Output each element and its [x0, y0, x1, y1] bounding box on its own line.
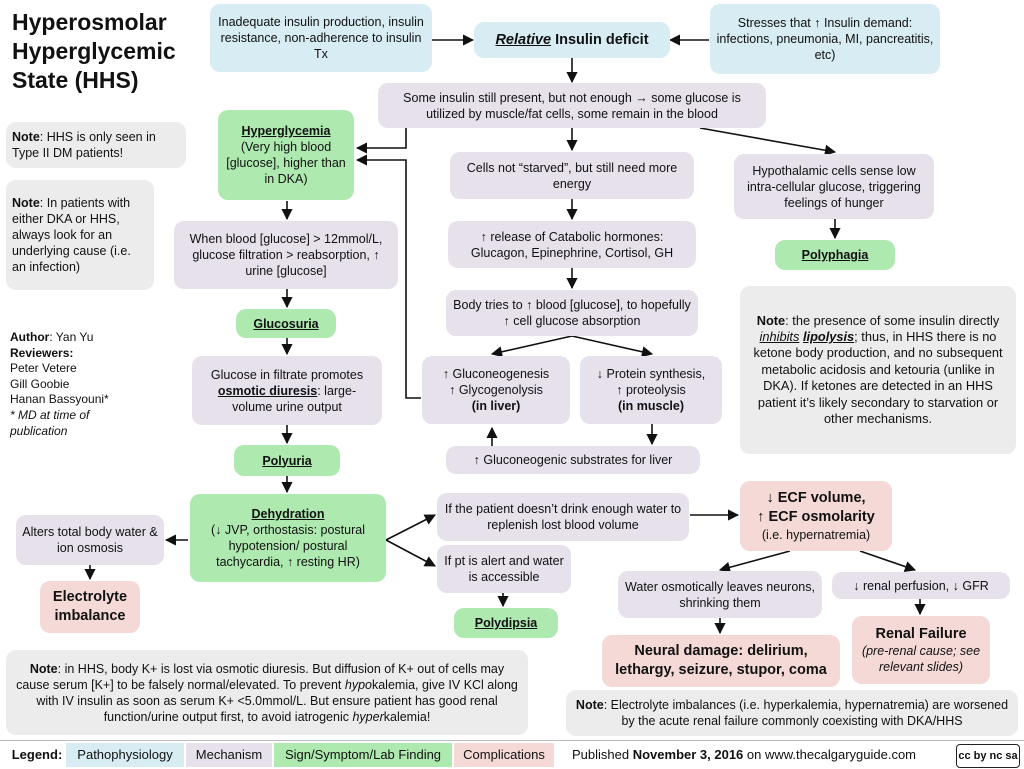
- ecf-line2: ↑ ECF osmolarity: [757, 509, 875, 525]
- insulin-deficit-word: Insulin deficit: [551, 31, 649, 48]
- node-dehydration: Dehydration (↓ JVP, orthostasis: postura…: [190, 494, 386, 582]
- inhibits-term: inhibits: [759, 329, 800, 345]
- note-ketone: Note: the presence of some insulin direc…: [740, 286, 1016, 454]
- note-underlying-cause: Note: In patients with either DKA or HHS…: [6, 180, 154, 290]
- arrow-ecf-to-renal-perfusion: [859, 550, 917, 573]
- reviewer: Peter Vetere: [10, 361, 77, 376]
- node-insulin-cause: Inadequate insulin production, insulin r…: [210, 4, 432, 72]
- osmotic-post: : large-volume urine output: [232, 383, 357, 414]
- renal-failure-sub: (pre-renal cause; see relevant slides): [861, 644, 981, 675]
- reviewer: Gill Goobie: [10, 376, 70, 391]
- note-text: kalemia!: [383, 709, 431, 724]
- published-info: Published November 3, 2016 on www.thecal…: [572, 743, 916, 767]
- note-text: ; thus, in HHS there is no ketone body p…: [753, 329, 1003, 426]
- ecf-sub: (i.e. hypernatremia): [761, 527, 871, 542]
- dehydration-title: Dehydration: [251, 507, 325, 521]
- node-renal-perfusion: ↓ renal perfusion, ↓ GFR: [832, 572, 1010, 599]
- note-label: Note: [12, 130, 40, 144]
- legend-label: Legend:: [11, 747, 63, 762]
- node-electrolyte-imbalance: Electrolyte imbalance: [40, 581, 140, 633]
- reviewer: Hanan Bassyouni*: [10, 392, 109, 407]
- legend-item-mechanism: Mechanism: [186, 743, 272, 767]
- lipolysis-term: lipolysis: [802, 329, 855, 345]
- hypo-term: hypo: [344, 677, 372, 692]
- ecf-line1: ↓ ECF volume,: [766, 490, 866, 507]
- in-muscle-label: (in muscle): [618, 399, 684, 413]
- arrow-some-insulin-to-hyperglycemia: [355, 128, 407, 154]
- legend-item-sign-symptom: Sign/Symptom/Lab Finding: [274, 743, 452, 767]
- note-label: Note: [29, 661, 58, 676]
- note-text: : Electrolyte imbalances (i.e. hyperkale…: [603, 698, 1009, 728]
- hyper-term: hyper: [352, 709, 384, 724]
- node-stresses: Stresses that ↑ Insulin demand: infectio…: [710, 4, 940, 74]
- node-alters-water: Alters total body water & ion osmosis: [16, 515, 164, 565]
- note-label: Note: [756, 312, 786, 328]
- hyperglycemia-desc: (Very high blood [glucose], higher than …: [226, 140, 346, 186]
- node-hypothalamic: Hypothalamic cells sense low intra-cellu…: [734, 154, 934, 219]
- osmotic-pre: Glucose in filtrate promotes: [210, 367, 364, 382]
- note-potassium: Note: in HHS, body K+ is lost via osmoti…: [6, 650, 528, 735]
- node-gluconeogenesis-liver: ↑ Gluconeogenesis ↑ Glycogenolysis (in l…: [422, 356, 570, 424]
- node-hyperglycemia: Hyperglycemia (Very high blood [glucose]…: [218, 110, 354, 200]
- note-text: kalemia, give IV KCl along with IV insul…: [36, 677, 518, 724]
- node-gluconeogenic-substrates: ↑ Gluconeogenic substrates for liver: [446, 446, 700, 474]
- node-water-leaves-neurons: Water osmotically leaves neurons, shrink…: [618, 571, 822, 618]
- node-catabolic-hormones: ↑ release of Catabolic hormones: Glucago…: [448, 221, 696, 268]
- author-label: Author: [10, 330, 50, 344]
- author-credits: Author: Yan Yu Reviewers: Peter Vetere G…: [10, 330, 120, 439]
- arrow-liver-to-hyperglycemia: [355, 154, 421, 399]
- note-electrolyte-renal: Note: Electrolyte imbalances (i.e. hyper…: [566, 690, 1018, 736]
- note-text: : in HHS, body K+ is lost via osmotic di…: [16, 661, 505, 692]
- node-cells-not-starved: Cells not “starved”, but still need more…: [450, 152, 694, 199]
- cc-license-badge-icon: cc by nc sa: [956, 744, 1020, 768]
- node-protein-muscle: ↓ Protein synthesis, ↑ proteolysis (in m…: [580, 356, 722, 424]
- author-footnote: * MD at time of publication: [10, 407, 90, 438]
- node-polyuria: Polyuria: [234, 445, 340, 476]
- osmotic-term: osmotic diuresis: [217, 383, 318, 398]
- legend-bar: Legend: Pathophysiology Mechanism Sign/S…: [0, 740, 1024, 769]
- arrow-dehydration-to-alert: [385, 539, 436, 567]
- legend-item-pathophysiology: Pathophysiology: [66, 743, 184, 767]
- author-name: : Yan Yu: [49, 330, 94, 344]
- published-prefix: Published: [572, 747, 633, 762]
- published-date: November 3, 2016: [632, 747, 744, 762]
- arrow-dehydration-to-not-drink: [385, 514, 436, 541]
- in-liver-label: (in liver): [471, 399, 521, 413]
- note-type2: Note: HHS is only seen in Type II DM pat…: [6, 122, 186, 168]
- node-polydipsia: Polydipsia: [454, 608, 558, 638]
- arrow-some-insulin-to-hypothalamic: [699, 127, 837, 156]
- node-alert-water: If pt is alert and water is accessible: [437, 545, 571, 593]
- gluconeo-text: ↑ Gluconeogenesis ↑ Glycogenolysis: [442, 367, 550, 397]
- node-renal-failure: Renal Failure (pre-renal cause; see rele…: [852, 616, 990, 684]
- arrow-body-to-liver: [490, 335, 573, 358]
- reviewers-label: Reviewers:: [10, 345, 74, 360]
- node-polyphagia: Polyphagia: [775, 240, 895, 270]
- node-osmotic-diuresis: Glucose in filtrate promotes osmotic diu…: [192, 356, 382, 425]
- node-neural-damage: Neural damage: delirium, lethargy, seizu…: [602, 635, 840, 687]
- node-body-tries: Body tries to ↑ blood [glucose], to hope…: [446, 290, 698, 336]
- arrow-body-to-muscle: [571, 335, 654, 358]
- dehydration-desc: (↓ JVP, orthostasis: postural hypotensio…: [210, 523, 365, 569]
- relative-word: Relative: [495, 31, 552, 48]
- node-some-insulin-present: Some insulin still present, but not enou…: [378, 83, 766, 128]
- node-relative-insulin-deficit: Relative Insulin deficit: [474, 22, 670, 58]
- node-glucose-reabsorption: When blood [glucose] > 12mmol/L, glucose…: [174, 221, 398, 289]
- protein-text: ↓ Protein synthesis, ↑ proteolysis: [596, 367, 706, 397]
- node-not-drink: If the patient doesn’t drink enough wate…: [437, 493, 689, 541]
- node-glucosuria: Glucosuria: [236, 309, 336, 338]
- arrow-ecf-to-water: [718, 550, 791, 573]
- note-text: : HHS is only seen in Type II DM patient…: [12, 130, 156, 160]
- published-url: on www.thecalgaryguide.com: [743, 747, 916, 762]
- note-text: : In patients with either DKA or HHS, al…: [12, 196, 131, 274]
- legend-item-complications: Complications: [454, 743, 554, 767]
- note-label: Note: [12, 196, 40, 210]
- node-ecf: ↓ ECF volume, ↑ ECF osmolarity (i.e. hyp…: [740, 481, 892, 551]
- page-title: Hyperosmolar Hyperglycemic State (HHS): [12, 9, 176, 93]
- renal-failure-title: Renal Failure: [875, 625, 967, 642]
- hyperglycemia-title: Hyperglycemia: [241, 124, 331, 138]
- note-label: Note: [575, 698, 604, 712]
- note-text: : the presence of some insulin directly: [785, 312, 1000, 328]
